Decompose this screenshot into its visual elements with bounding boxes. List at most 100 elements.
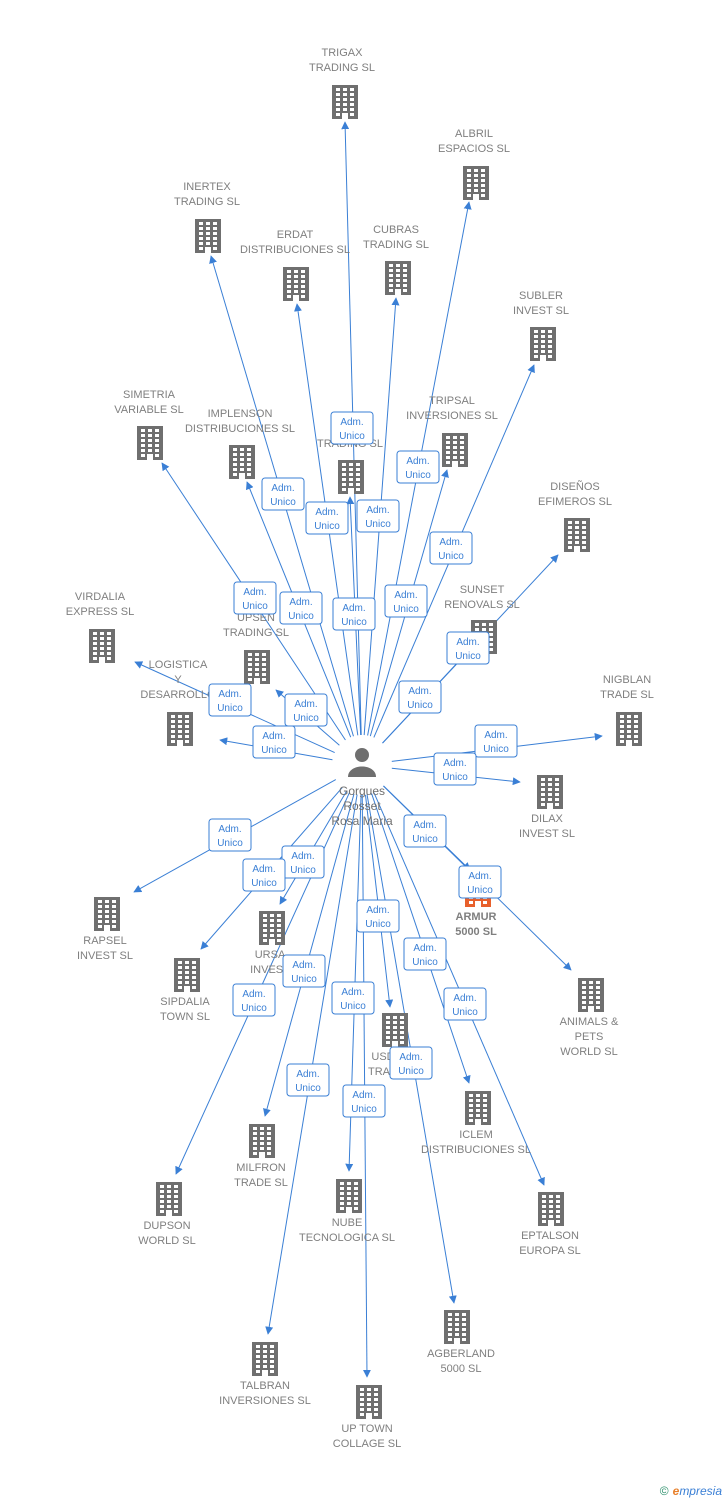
company-node-subler[interactable]: SUBLER INVEST SL: [513, 290, 569, 361]
building-icon: [259, 911, 285, 945]
company-name-line: EPTALSON: [521, 1230, 579, 1242]
relation-label[interactable]: Adm. Unico: [384, 584, 428, 618]
relation-label-line: Adm.: [394, 590, 417, 601]
relation-label-line: Unico: [351, 1104, 377, 1115]
relation-label[interactable]: Adm.Unico: [398, 680, 442, 714]
relation-label[interactable]: Adm.Unico: [282, 954, 326, 988]
building-icon: [336, 1179, 362, 1213]
relation-label[interactable]: Adm.Unico: [281, 845, 325, 879]
relation-label[interactable]: Adm.Unico: [342, 1084, 386, 1118]
company-name-line: DISTRIBUCIONES SL: [421, 1144, 531, 1156]
relation-label[interactable]: Adm.Unico: [252, 725, 296, 759]
company-name-line: INVERSIONES SL: [219, 1395, 311, 1407]
relation-label[interactable]: Adm.Unico: [261, 477, 305, 511]
relation-label-line: Adm.: [443, 758, 466, 769]
building-icon: [444, 1310, 470, 1344]
relation-label[interactable]: Adm.Unico: [443, 987, 487, 1021]
relation-label[interactable]: Adm.Unico: [330, 411, 374, 445]
company-name-line: ERDAT: [277, 229, 314, 241]
relation-label-line: Adm.: [408, 686, 431, 697]
brand-initial: e: [672, 1484, 680, 1498]
relation-label[interactable]: Adm.Unico: [446, 631, 490, 665]
relation-label-line: Adm.: [468, 871, 491, 882]
person-name-line: Gorgues: [339, 784, 385, 798]
relation-label-line: Unico: [483, 744, 509, 755]
relation-label[interactable]: Adm.Unico: [232, 983, 276, 1017]
relation-label[interactable]: Adm.Unico: [403, 937, 447, 971]
relation-label[interactable]: Adm.Unico: [429, 531, 473, 565]
relation-label[interactable]: Adm.Unico: [389, 1046, 433, 1080]
building-icon: [530, 327, 556, 361]
company-name-line: MILFRON: [236, 1162, 286, 1174]
relation-label-line: Unico: [393, 604, 419, 615]
relation-label-line: Adm.: [453, 993, 476, 1004]
relation-label[interactable]: Adm.Unico: [474, 724, 518, 758]
relation-label-line: Unico: [365, 519, 391, 530]
relation-label-line: Unico: [442, 772, 468, 783]
relation-label[interactable]: Adm.Unico: [242, 858, 286, 892]
company-name-line: INVERSIONES SL: [406, 410, 498, 422]
relation-label[interactable]: Adm.Unico: [403, 814, 447, 848]
relation-label[interactable]: Adm.Unico: [233, 581, 277, 615]
relation-label-line: Adm.: [296, 1069, 319, 1080]
building-icon: [338, 460, 364, 494]
relation-label-line: Adm.: [406, 456, 429, 467]
relation-label-line: Unico: [295, 1083, 321, 1094]
relation-label[interactable]: Adm.Unico: [279, 591, 323, 625]
relation-label[interactable]: Adm.Unico: [208, 818, 252, 852]
company-name-line: INVEST SL: [513, 305, 569, 317]
company-name-line: DISEÑOS: [550, 480, 600, 493]
relation-label-line: Unico: [290, 865, 316, 876]
copyright-symbol: ©: [659, 1484, 669, 1498]
company-name-line: NIGBLAN: [603, 674, 651, 686]
relation-label[interactable]: Adm.Unico: [331, 981, 375, 1015]
relation-label[interactable]: Adm.Unico: [284, 693, 328, 727]
relation-label[interactable]: Adm.Unico: [305, 501, 349, 535]
relation-label[interactable]: Adm.Unico: [208, 683, 252, 717]
company-name-line: DISTRIBUCIONES SL: [185, 423, 295, 435]
company-name-line: TECNOLOGICA SL: [299, 1232, 395, 1244]
relation-label[interactable]: Adm.Unico: [458, 865, 502, 899]
company-node-eptalson[interactable]: EPTALSON EUROPA SL: [519, 1192, 581, 1257]
relation-label[interactable]: Adm. Unico: [433, 752, 477, 786]
relation-label-line: Unico: [270, 497, 296, 508]
company-name-line: DUPSON: [143, 1220, 190, 1232]
relation-label[interactable]: Adm.Unico: [332, 597, 376, 631]
company-name-line: EUROPA SL: [519, 1245, 581, 1257]
relation-label[interactable]: Adm. Unico: [286, 1063, 330, 1097]
company-name-line: SUBLER: [519, 290, 563, 302]
relation-label[interactable]: Adm.Unico: [396, 450, 440, 484]
building-icon: [89, 629, 115, 663]
building-icon: [564, 518, 590, 552]
relation-label-line: Unico: [398, 1066, 424, 1077]
company-name-line: WORLD SL: [560, 1046, 617, 1058]
relation-label[interactable]: Adm.Unico: [356, 499, 400, 533]
relation-label[interactable]: Adm.Unico: [356, 899, 400, 933]
